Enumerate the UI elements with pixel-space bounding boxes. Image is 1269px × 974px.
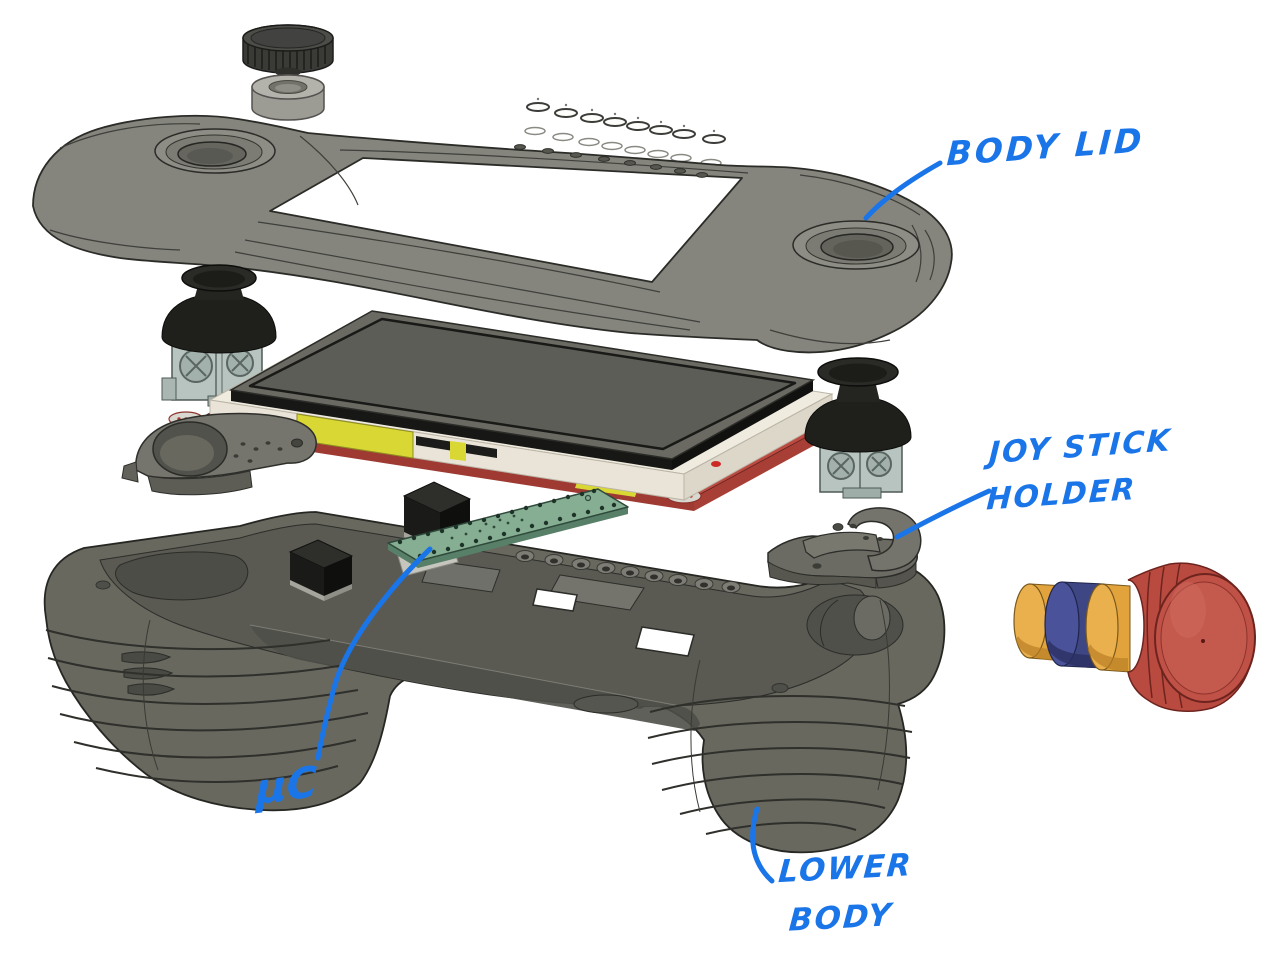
lid-thumbstick-well-right <box>792 220 920 270</box>
leader-body-lid <box>863 160 943 221</box>
display-led-red <box>711 461 721 467</box>
annotation-lower-body-line2: BODY <box>787 897 894 939</box>
display-assembly <box>168 310 849 511</box>
annotation-joystick-holder: JOY STICK HOLDER <box>985 419 1173 521</box>
mcu-board <box>387 488 629 577</box>
annotation-joystick-holder-line1: JOY STICK <box>987 423 1173 472</box>
lid-button-slots <box>514 144 708 178</box>
lower-body-screw-holes <box>515 550 741 593</box>
annotation-lower-body-line1: LOWER <box>777 846 914 891</box>
joystick-left-cap <box>161 264 277 354</box>
button-pins <box>524 97 726 168</box>
leader-joystick-holder <box>894 488 992 540</box>
body-lid <box>32 114 953 354</box>
annotation-microcontroller: µC <box>256 756 318 815</box>
lower-body-cutout-2 <box>635 626 695 657</box>
annotation-leaders <box>315 160 992 884</box>
leader-mcu <box>315 546 433 761</box>
annotation-lower-body: LOWER BODY <box>773 843 914 944</box>
display-screen <box>228 310 816 470</box>
lower-body-cutout-1 <box>532 588 578 612</box>
scroll-knob <box>242 24 334 77</box>
rotary-knob <box>1013 562 1256 713</box>
lid-thumbstick-well-left <box>154 128 276 174</box>
knob-ring <box>251 74 325 121</box>
black-component-2 <box>288 539 354 601</box>
lower-body <box>43 511 946 854</box>
joystick-holder-left <box>121 412 317 496</box>
joystick-right <box>804 357 912 499</box>
joystick-right-cap <box>804 357 912 453</box>
joystick-holder-right <box>767 507 922 589</box>
leader-lower-body <box>750 806 775 884</box>
